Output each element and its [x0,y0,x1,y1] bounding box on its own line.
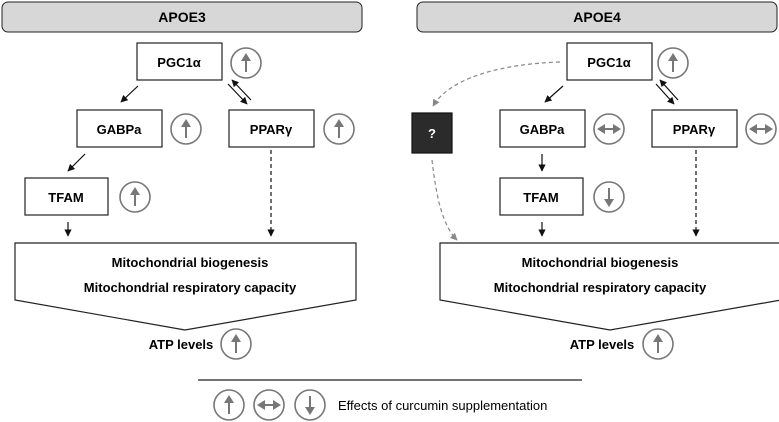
legend: Effects of curcumin supplementation [198,379,582,421]
panel-apoe4: APOE4 PGC1α ? GABPa PPARγ TFAM Mitochond… [411,1,779,360]
gabpa-box [76,109,163,148]
ppary-label: PPARγ [673,122,716,137]
up-arrow-icon [657,47,689,79]
up-arrow-icon [642,328,674,360]
tfam-label: TFAM [523,190,558,205]
arrow-pgc1a-ppary [655,83,675,105]
ppary-box [651,109,738,148]
arrow-pgc1a-gabpa [120,85,139,103]
tfam-label: TFAM [48,190,83,205]
pgc1a-box [566,42,653,81]
down-arrow-icon [593,181,625,213]
down-arrow-icon [294,389,326,421]
arrow-pgc1a-unknown [432,61,561,107]
gabpa-box [499,109,586,148]
ppary-label: PPARγ [250,122,293,137]
panel-title: APOE4 [573,9,621,25]
arrow-ppary-pgc1a [659,79,679,101]
arrow-gabpa-tfam [67,153,86,172]
gabpa-label: GABPa [97,122,143,137]
atp-label: ATP levels [570,337,635,352]
arrow-pgc1a-gabpa [544,85,564,103]
pgc1a-label: PGC1α [157,55,200,70]
pgc1a-box [136,42,223,81]
arrow-pgc1a-ppary [227,83,248,105]
up-arrow-icon [323,113,355,145]
unknown-factor-label: ? [428,126,436,141]
arrow-ppary-pgc1a [231,79,252,101]
legend-text: Effects of curcumin supplementation [338,398,547,413]
up-arrow-icon [119,181,151,213]
outcome-funnel [14,242,357,331]
tfam-box [24,177,109,216]
panel-apoe3: APOE3 PGC1α GABPa PPARγ TFAM Mitochondri… [1,1,363,360]
outcome-line2: Mitochondrial respiratory capacity [84,280,297,295]
gabpa-label: GABPa [520,122,566,137]
left-right-arrow-icon [593,113,625,145]
arrow-unknown-outcome [431,159,458,241]
outcome-line1: Mitochondrial biogenesis [112,255,269,270]
ppary-box [228,109,315,148]
panel-header [416,1,778,33]
panel-title: APOE3 [158,9,206,25]
up-arrow-icon [220,328,252,360]
unknown-factor-box [411,112,453,154]
tfam-box [499,177,584,216]
atp-label: ATP levels [149,337,214,352]
outcome-line2: Mitochondrial respiratory capacity [494,280,707,295]
outcome-line1: Mitochondrial biogenesis [522,255,679,270]
up-arrow-icon [213,389,245,421]
up-arrow-icon [230,47,262,79]
outcome-funnel [439,242,779,331]
left-right-arrow-icon [745,113,777,145]
up-arrow-icon [170,113,202,145]
left-right-arrow-icon [253,389,285,421]
panel-header [1,1,363,33]
pgc1a-label: PGC1α [587,55,630,70]
